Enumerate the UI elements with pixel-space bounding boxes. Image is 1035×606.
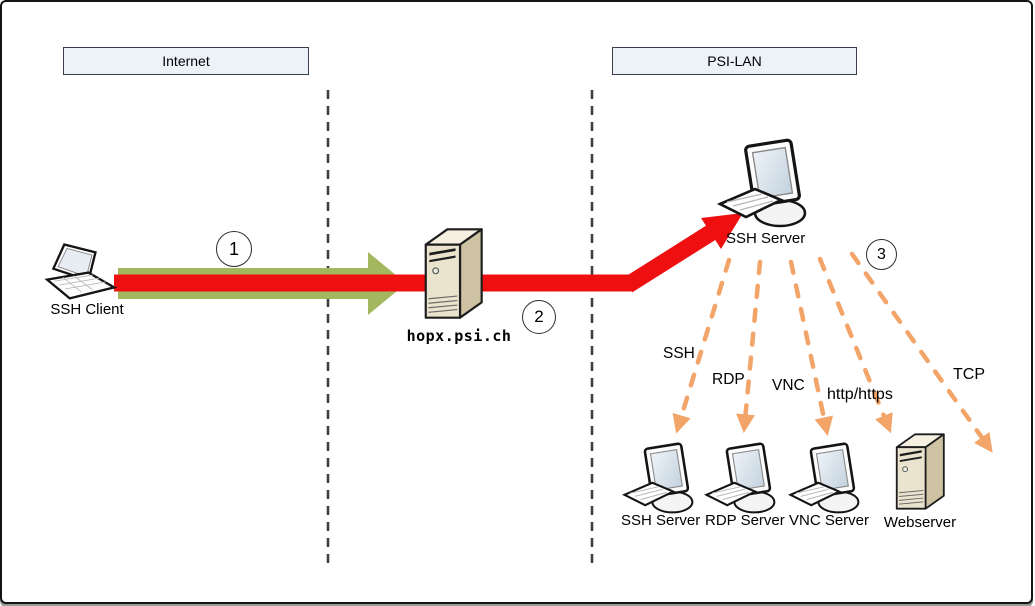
vnc-server-label: VNC Server: [789, 512, 870, 529]
webserver-label: Webserver: [883, 514, 957, 531]
protocol-arrow-ssh: [672, 257, 732, 434]
protocol-label-ssh: SSH: [663, 345, 695, 362]
zone-label-psi-lan: PSI-LAN: [707, 53, 762, 69]
protocol-arrow-tcp: [849, 251, 993, 453]
zone-box-psi-lan: PSI-LAN: [612, 47, 857, 75]
step-badge-1: 1: [216, 231, 252, 267]
laptop-icon: [45, 243, 116, 300]
protocol-arrow-vnc: [817, 256, 893, 434]
protocol-label-vnc: VNC: [772, 377, 805, 394]
step-badge-3: 3: [866, 239, 897, 270]
zone-label-internet: Internet: [162, 53, 210, 69]
protocol-label-tcp: TCP: [953, 366, 985, 383]
ssh-client-label: SSH Client: [50, 301, 124, 318]
webserver-tower-icon: [895, 433, 945, 510]
jump-host-server-tower-icon: [424, 228, 483, 319]
gateway-ssh-server-computer-icon: [718, 138, 807, 228]
rdp-server-label: RDP Server: [705, 512, 785, 529]
ssh-server-label: SSH Server: [621, 512, 701, 529]
step-badge-2: 2: [522, 300, 556, 334]
protocol-arrow-http: [788, 259, 834, 436]
tunnel-arrow-red: [114, 213, 743, 293]
protocol-label-http-https: http/https: [827, 386, 893, 403]
protocol-arrow-rdp: [736, 259, 763, 434]
rdp-server-computer-icon: [705, 442, 776, 514]
protocol-label-rdp: RDP: [712, 371, 745, 388]
vnc-server-computer-icon: [789, 442, 860, 514]
zone-box-internet: Internet: [63, 47, 309, 75]
jump-host-label: hopx.psi.ch: [406, 327, 512, 345]
gateway-ssh-server-label: SSH Server: [726, 230, 806, 247]
ssh-server-computer-icon: [623, 442, 694, 514]
